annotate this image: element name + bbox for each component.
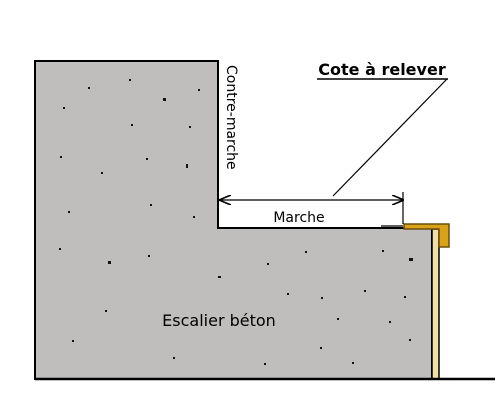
- label-escalier-beton: Escalier béton: [162, 311, 276, 330]
- label-marche: Marche: [273, 210, 324, 226]
- label-contre-marche: Contre-marche: [223, 65, 239, 170]
- label-cote-a-relever: Cote à relever: [318, 60, 446, 79]
- callout-leader-line: [332, 78, 448, 197]
- tread-nosing-board: [403, 223, 450, 248]
- aggregate-dots: [59, 79, 413, 365]
- riser-facing-board: [431, 228, 440, 380]
